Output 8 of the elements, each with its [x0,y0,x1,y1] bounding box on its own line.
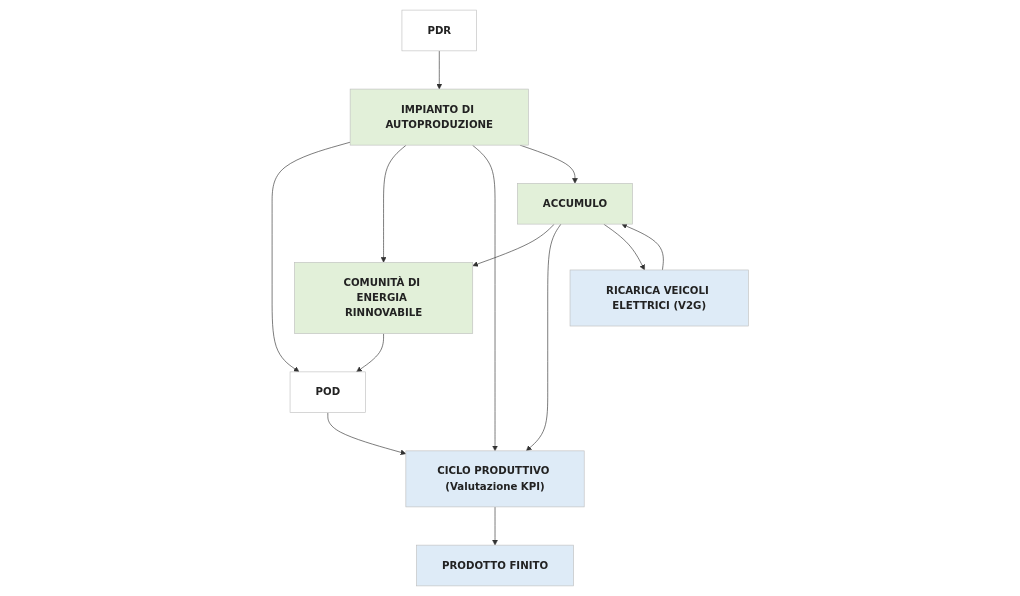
node-box: COMUNITÀ DI ENERGIA RINNOVABILE [293,262,473,334]
node-box: PDR [401,9,477,52]
node-box: IMPIANTO DI AUTOPRODUZIONE [349,88,529,146]
node-box: POD [289,371,366,413]
node-box: RICARICA VEICOLI ELETTRICI (V2G) [569,269,749,327]
node-box: ACCUMULO [516,183,633,225]
node-box: CICLO PRODUTTIVO (Valutazione KPI) [405,450,585,508]
node-box: PRODOTTO FINITO [415,544,574,587]
